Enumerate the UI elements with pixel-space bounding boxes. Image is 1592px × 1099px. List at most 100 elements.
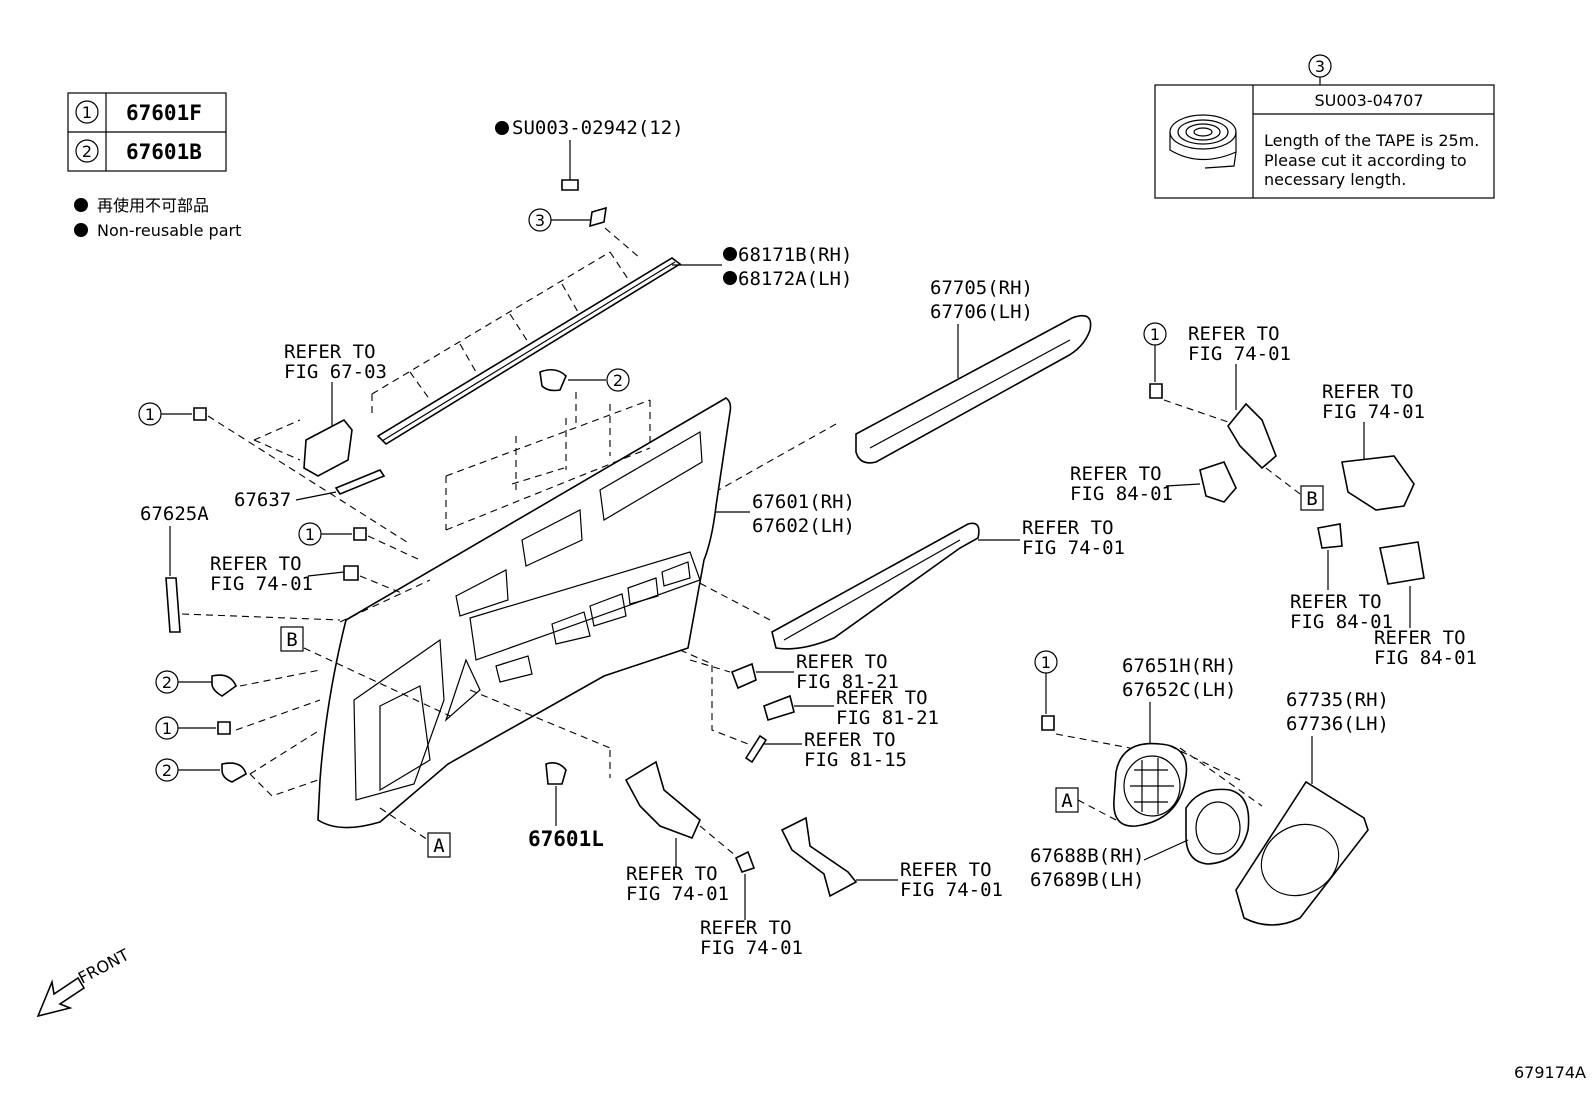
grille-rh: 67651H(RH) [1122, 655, 1236, 677]
p67625a-label: 67625A [140, 503, 209, 525]
tape-roll-icon [1169, 114, 1237, 169]
lower-bracket: REFER TO FIG 74-01 REFER TO FIG 74-01 [469, 689, 803, 959]
fig-84-01-c: FIG 84-01 [1374, 647, 1477, 669]
refer-handle: REFER TO [1188, 323, 1280, 345]
switch-icon [1379, 541, 1425, 585]
note-jp: 再使用不可部品 [97, 196, 209, 215]
screw-icon [734, 850, 756, 873]
bezel-rh: 67735(RH) [1286, 689, 1389, 711]
front-arrow: FRONT [36, 945, 132, 1018]
su-top-label: SU003-02942(12) [512, 117, 684, 139]
fig-switch-panel: FIG 74-01 [1322, 401, 1425, 423]
handle-icon [1227, 402, 1277, 470]
box-a-right: A [1061, 790, 1073, 812]
right-handle-group: 1 REFER TO FIG 74-01 B REFER TO FIG 84-0… [1070, 322, 1477, 669]
tape-code: SU003-04707 [1314, 91, 1423, 110]
refer-switch-panel: REFER TO [1322, 381, 1414, 403]
screw-icon [1149, 383, 1163, 399]
clip-icon [221, 762, 247, 783]
rod-icon [334, 469, 386, 495]
circle-1-b: 1 [305, 525, 315, 544]
clip-icon [545, 762, 567, 785]
screw-icon [217, 721, 231, 735]
refer-screw: REFER TO [700, 917, 792, 939]
weather-lh: 68172A(LH) [738, 268, 852, 290]
tape-num: 3 [1315, 57, 1325, 76]
refer-81-21-a: REFER TO [796, 651, 888, 673]
circle-2-a: 2 [162, 673, 172, 692]
refer-67-03: REFER TO [284, 341, 376, 363]
weather-rh: 68171B(RH) [738, 244, 852, 266]
left-fasteners: 1 REFER TO FIG 67-03 67637 1 67625A REFE… [138, 341, 451, 797]
bottom-clip-67601L: 67601L A [379, 762, 604, 858]
armrest-upper: 67705(RH) 67706(LH) [561, 277, 1092, 579]
tape-info-box: 3 SU003-04707 Length of the TAPE is 25m.… [1154, 54, 1495, 199]
switch-icon [1199, 461, 1237, 503]
switch-icon [744, 734, 768, 764]
switch-parts: REFER TO FIG 81-21 REFER TO FIG 81-21 RE… [679, 649, 939, 771]
refer-84-01-b: REFER TO [1290, 591, 1382, 613]
tape-line-2: Please cut it according to [1264, 151, 1467, 170]
p67637-label: 67637 [234, 489, 291, 511]
lower-refer: REFER TO [1022, 517, 1114, 539]
front-label: FRONT [75, 945, 132, 988]
note-en: Non-reusable part [97, 221, 241, 240]
channel-part: REFER TO FIG 74-01 [780, 816, 1003, 901]
trim-rh: 67601(RH) [752, 491, 855, 513]
fig-channel: FIG 74-01 [900, 879, 1003, 901]
refer-81-21-b: REFER TO [836, 687, 928, 709]
fig-bracket: FIG 74-01 [626, 883, 729, 905]
weatherstrip: 68171B(RH) 68172A(LH) [371, 244, 852, 446]
fig-screw: FIG 74-01 [700, 937, 803, 959]
armrest-lower: REFER TO FIG 74-01 [689, 517, 1125, 650]
ring-rh: 67688B(RH) [1030, 845, 1144, 867]
lower-fig: FIG 74-01 [1022, 537, 1125, 559]
ring-lh: 67689B(LH) [1030, 869, 1144, 891]
armrest-lh: 67706(LH) [930, 301, 1033, 323]
refer-84-01-c: REFER TO [1374, 627, 1466, 649]
top-screw-group: SU003-02942(12) 3 [495, 117, 684, 259]
speaker-group: 1 67651H(RH) 67652C(LH) A 67688B(RH) 676… [1030, 650, 1389, 926]
refer-84-01-a: REFER TO [1070, 463, 1162, 485]
circle-1-a: 1 [145, 405, 155, 424]
refer-channel: REFER TO [900, 859, 992, 881]
tape-line-1: Length of the TAPE is 25m. [1264, 131, 1479, 150]
rod-icon [165, 577, 181, 633]
top-clip: 2 [539, 368, 630, 392]
screw-icon [353, 527, 367, 541]
circle-1-e: 1 [1041, 653, 1051, 672]
p67601l-label: 67601L [528, 827, 604, 851]
switch-icon [763, 694, 795, 722]
bezel-icon [1235, 780, 1369, 926]
circle-3: 3 [535, 211, 545, 230]
box-a-left: A [433, 835, 445, 857]
fig-67-03: FIG 67-03 [284, 361, 387, 383]
screw-icon [561, 179, 579, 191]
screw-icon [1041, 715, 1055, 731]
refer-clip: REFER TO [210, 553, 302, 575]
legend-part-1: 67601F [126, 101, 202, 125]
fig-clip: FIG 74-01 [210, 573, 313, 595]
trim-lh: 67602(LH) [752, 515, 855, 537]
grille-lh: 67652C(LH) [1122, 679, 1236, 701]
fig-81-15: FIG 81-15 [804, 749, 907, 771]
speaker-ring-icon [1185, 788, 1250, 865]
legend-table: 1 67601F 2 67601B [67, 92, 227, 172]
tape-line-3: necessary length. [1264, 170, 1406, 189]
screw-icon [193, 407, 207, 421]
circle-1-c: 1 [162, 719, 172, 738]
fig-81-21-b: FIG 81-21 [836, 707, 939, 729]
legend-part-2: 67601B [126, 140, 202, 164]
switch-icon [1317, 523, 1343, 549]
box-b-left: B [286, 629, 297, 651]
refer-bracket: REFER TO [626, 863, 718, 885]
non-reusable-note: 再使用不可部品 Non-reusable part [74, 196, 241, 240]
fig-84-01-a: FIG 84-01 [1070, 483, 1173, 505]
refer-81-15: REFER TO [804, 729, 896, 751]
circle-2-b: 2 [162, 761, 172, 780]
switch-icon [730, 662, 757, 690]
clip-icon [211, 674, 237, 697]
circle-2-c: 2 [613, 371, 623, 390]
arrow-icon [36, 976, 86, 1018]
